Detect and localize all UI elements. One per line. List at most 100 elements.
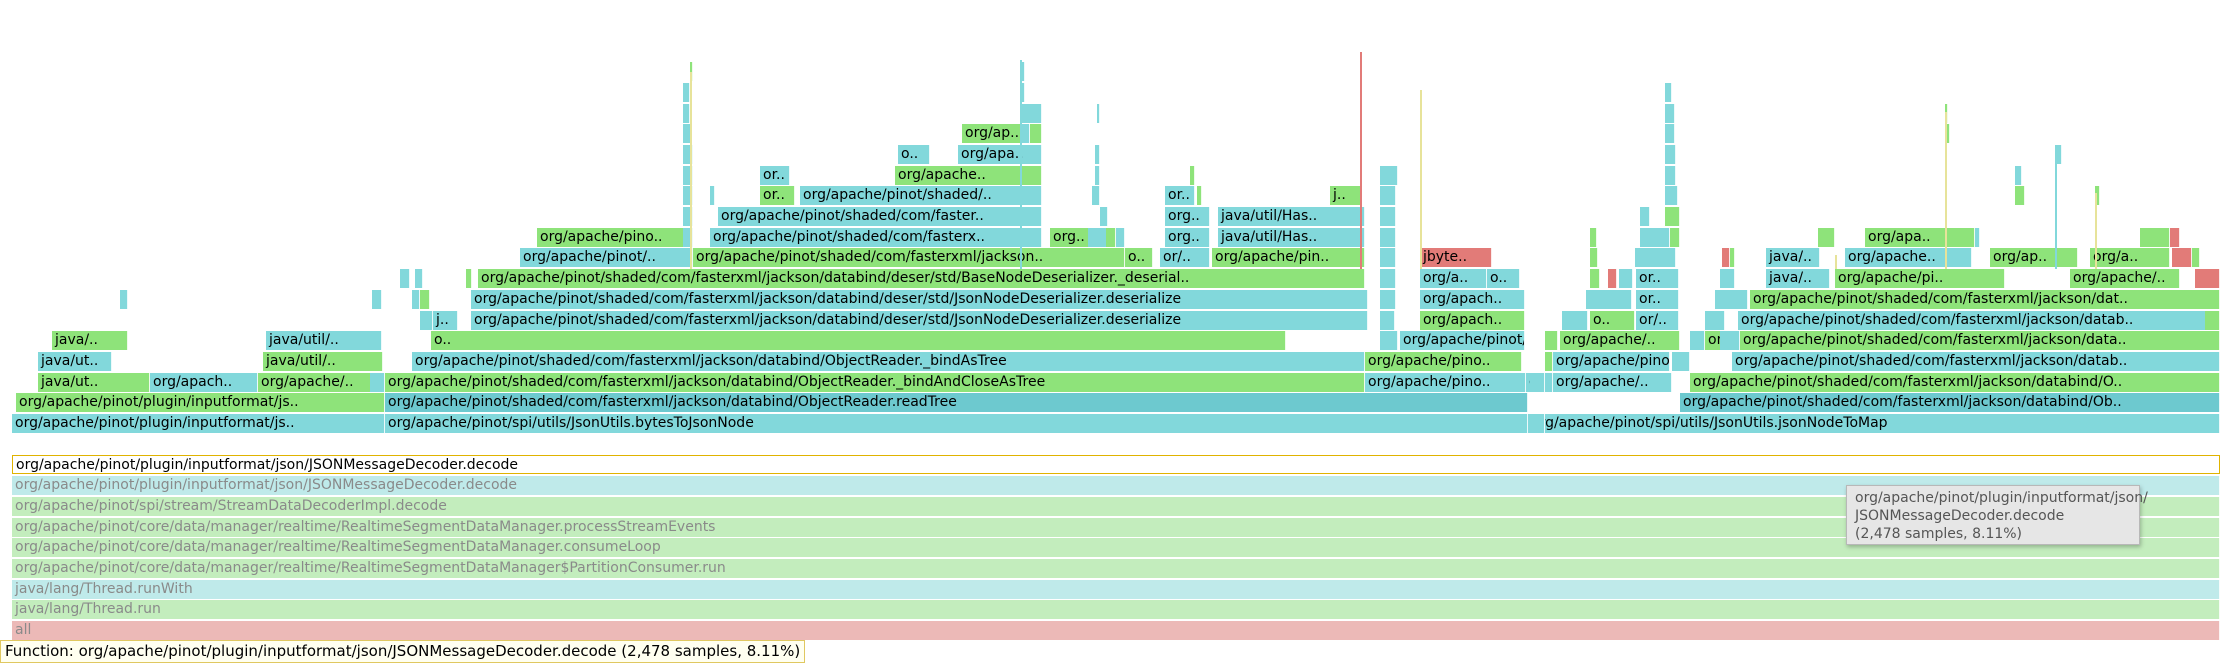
stack-frame-sliver[interactable]: [1095, 165, 1100, 185]
stack-spike[interactable]: [1360, 52, 1362, 270]
stack-frame[interactable]: java/..: [1766, 269, 1830, 289]
stack-frame[interactable]: org/apach..: [1420, 310, 1525, 330]
stack-frame[interactable]: org/apache/..: [2070, 269, 2180, 289]
stack-frame-sliver[interactable]: [1665, 124, 1675, 144]
stack-frame[interactable]: java/util/Has..: [1218, 207, 1365, 226]
stack-frame[interactable]: org/apache/..: [258, 372, 378, 392]
stack-frame-sliver[interactable]: [400, 269, 410, 289]
stack-spike[interactable]: [1835, 255, 1837, 270]
stack-frame[interactable]: java/util/..: [266, 331, 382, 351]
stack-frame[interactable]: org/a..: [2090, 248, 2170, 268]
stack-frame[interactable]: org/apache/pinot/plugin/inputformat/js..: [12, 414, 385, 433]
stack-frame[interactable]: org/apache..: [1845, 248, 1972, 268]
stack-frame-sliver[interactable]: [1528, 414, 1545, 433]
stack-frame[interactable]: org/ap..: [1990, 248, 2078, 268]
stack-frame-sliver[interactable]: [1619, 269, 1633, 289]
stack-frame[interactable]: jbyte..: [1420, 248, 1492, 268]
stack-frame-sliver[interactable]: [683, 207, 693, 226]
stack-frame-sliver[interactable]: [683, 227, 693, 247]
stack-frame[interactable]: org/apache/pinot/core/data/manager/realt…: [12, 517, 2220, 537]
stack-frame-sliver[interactable]: [1665, 207, 1680, 226]
stack-frame-sliver[interactable]: [1586, 289, 1632, 309]
stack-frame[interactable]: org/apache/pino..: [1553, 351, 1670, 371]
stack-frame-sliver[interactable]: [2140, 227, 2170, 247]
stack-frame[interactable]: o..: [1487, 269, 1520, 289]
stack-frame-sliver[interactable]: [1106, 227, 1116, 247]
stack-frame-sliver[interactable]: [1020, 82, 1025, 102]
stack-frame-sliver[interactable]: [1545, 331, 1558, 351]
stack-frame-sliver[interactable]: [1380, 269, 1396, 289]
stack-frame[interactable]: java/..: [1766, 248, 1820, 268]
stack-frame[interactable]: j..: [1330, 186, 1362, 206]
stack-frame-sliver[interactable]: [1562, 310, 1588, 330]
stack-frame-sliver[interactable]: [1380, 207, 1396, 226]
stack-frame[interactable]: org/apache/pinot/shaded/com/fasterxml/ja…: [1738, 310, 2220, 330]
stack-frame[interactable]: org/apache/pinot/shaded/com/fasterxml/ja…: [385, 393, 1528, 413]
stack-frame[interactable]: org..: [1050, 227, 1097, 247]
stack-frame[interactable]: org/apache/..: [1560, 331, 1680, 351]
stack-frame[interactable]: org/apache/pinot/shaded/com/fasterxml/ja…: [412, 351, 1365, 371]
stack-spike[interactable]: [1020, 60, 1022, 270]
stack-frame[interactable]: org..: [1165, 227, 1210, 247]
stack-frame-sliver[interactable]: [1380, 186, 1396, 206]
stack-frame-sliver[interactable]: [1720, 269, 1735, 289]
stack-frame-sliver[interactable]: [683, 144, 693, 164]
stack-frame-sliver[interactable]: [1380, 227, 1396, 247]
stack-frame[interactable]: org/apache/pinot/shaded/com/fasterxml/ja…: [1732, 351, 2220, 371]
stack-frame[interactable]: org/apache/pinot/shaded/com/fasterxml/ja…: [1680, 393, 2220, 413]
stack-frame-sliver[interactable]: [372, 289, 382, 309]
stack-spike[interactable]: [1945, 112, 1947, 270]
stack-frame[interactable]: org/apache/pinot/shaded/com/fasterxml/ja…: [1740, 331, 2220, 351]
stack-frame-sliver[interactable]: [683, 186, 693, 206]
stack-frame[interactable]: org/apache/pinot/core/data/manager/realt…: [12, 558, 2220, 578]
stack-frame-sliver[interactable]: [683, 165, 693, 185]
stack-frame[interactable]: org/apache/pinot/shaded/com/fasterxml/ja…: [693, 248, 1125, 268]
stack-frame[interactable]: org/apache/..: [1553, 372, 1672, 392]
stack-frame[interactable]: java/util/Has..: [1218, 227, 1365, 247]
stack-frame-sliver[interactable]: [1715, 289, 1748, 309]
stack-frame[interactable]: or..: [1165, 186, 1195, 206]
stack-frame-sliver[interactable]: [2195, 269, 2220, 289]
stack-frame[interactable]: org/apache..: [895, 165, 1042, 185]
stack-frame-sliver[interactable]: [412, 289, 420, 309]
stack-frame-sliver[interactable]: [1380, 165, 1398, 185]
stack-frame[interactable]: o..: [1590, 310, 1635, 330]
stack-frame[interactable]: org/apache/pinot/spi/stream/StreamDataDe…: [12, 496, 2220, 516]
stack-frame[interactable]: org/apache/pinot/shaded/com/faster..: [718, 207, 1042, 226]
stack-frame[interactable]: org/apache/pinot/shaded/..: [800, 186, 1042, 206]
stack-frame[interactable]: or..: [760, 186, 795, 206]
stack-frame-sliver[interactable]: [2170, 227, 2180, 247]
stack-frame-sliver[interactable]: [1100, 207, 1108, 226]
stack-frame-sliver[interactable]: [1975, 227, 1980, 247]
stack-frame-sliver[interactable]: [2172, 248, 2192, 268]
stack-frame[interactable]: o..: [1125, 248, 1153, 268]
stack-frame-sliver[interactable]: [1190, 165, 1195, 185]
stack-frame-sliver[interactable]: [1705, 310, 1725, 330]
stack-frame[interactable]: or/..: [1636, 310, 1679, 330]
stack-frame-sliver[interactable]: [1818, 227, 1835, 247]
stack-frame[interactable]: org/apache/pinot/shaded/com/fasterxml/ja…: [385, 372, 1365, 392]
stack-frame[interactable]: or..: [1636, 269, 1679, 289]
stack-frame-sliver[interactable]: [1665, 186, 1678, 206]
stack-frame-sliver[interactable]: [1020, 103, 1042, 123]
stack-frame-sliver[interactable]: [1665, 82, 1672, 102]
stack-frame[interactable]: org/ap..: [962, 124, 1042, 144]
stack-frame-sliver[interactable]: [1095, 144, 1100, 164]
stack-frame-sliver[interactable]: [1590, 227, 1597, 247]
stack-frame-sliver[interactable]: [1020, 124, 1030, 144]
stack-frame[interactable]: org/apache/pinot/shaded/com/fasterxml/ja…: [471, 289, 1368, 309]
stack-frame-sliver[interactable]: [2055, 144, 2062, 164]
stack-frame[interactable]: java/ut..: [38, 372, 150, 392]
stack-frame-sliver[interactable]: [2015, 165, 2022, 185]
stack-frame-sliver[interactable]: [420, 310, 433, 330]
stack-frame[interactable]: org/apach..: [1420, 289, 1525, 309]
stack-frame[interactable]: org/apache/pinot/shaded/com/fasterxml/ja…: [1690, 372, 2220, 392]
stack-frame[interactable]: or..: [760, 165, 790, 185]
stack-frame-sliver[interactable]: [1665, 144, 1676, 164]
stack-frame[interactable]: org/apache/pinot/shaded/com/fasterxml/ja…: [478, 269, 1365, 289]
stack-frame[interactable]: java/lang/Thread.runWith: [12, 579, 2220, 599]
stack-frame-sliver[interactable]: [1665, 165, 1676, 185]
stack-frame[interactable]: org/apa..: [1865, 227, 1975, 247]
stack-frame[interactable]: or..: [1636, 289, 1679, 309]
selected-frame[interactable]: org/apache/pinot/plugin/inputformat/json…: [12, 455, 2220, 475]
